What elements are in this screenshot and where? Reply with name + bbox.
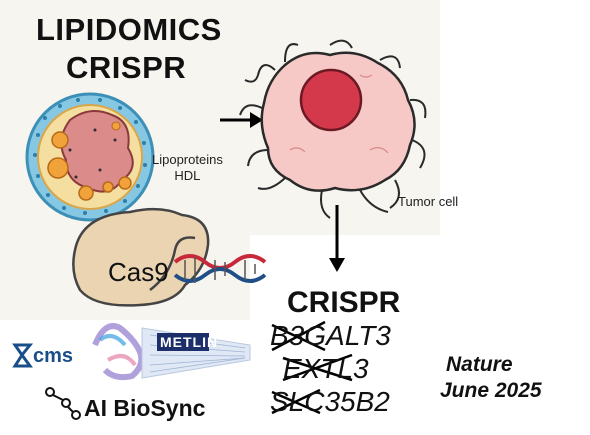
journal-name: Nature — [446, 353, 513, 376]
title-lipidomics: LIPIDOMICS — [36, 12, 222, 47]
xcms-logo: cms — [12, 323, 145, 381]
metlin-logo-text: METLIN — [160, 334, 218, 350]
xcms-logo-text: cms — [33, 345, 73, 367]
lipoprotein-particle — [25, 92, 155, 222]
gene-b3galt3: B3GALT3 — [270, 320, 391, 351]
arrow-to-tumor-cell — [220, 112, 263, 128]
dna-double-helix — [173, 254, 267, 283]
tumor-cell — [239, 39, 427, 219]
lipoproteins-label-line1: Lipoproteins — [152, 152, 223, 167]
lipoproteins-label: Lipoproteins HDL — [152, 152, 223, 183]
gene-strikethrough-marks — [271, 320, 353, 415]
journal-date: June 2025 — [440, 379, 542, 403]
tumor-cell-label: Tumor cell — [398, 194, 459, 209]
lipoproteins-label-line2: HDL — [174, 167, 201, 183]
gene-extl3: EXTL3 — [283, 353, 369, 384]
crispr-heading: CRISPR — [287, 286, 401, 319]
cas9-protein — [72, 207, 210, 307]
gene-slc35b2: SLC35B2 — [270, 386, 390, 417]
aibiosync-logo-text: AI BioSync — [84, 395, 206, 421]
cas9-label: Cas9 — [108, 257, 169, 287]
metlin-logo: METLIN — [141, 327, 251, 379]
journal-citation: Nature June 2025 — [440, 352, 542, 405]
title-crispr: CRISPR — [66, 50, 187, 85]
arrow-to-crispr — [329, 205, 345, 272]
network-icon — [45, 387, 81, 420]
